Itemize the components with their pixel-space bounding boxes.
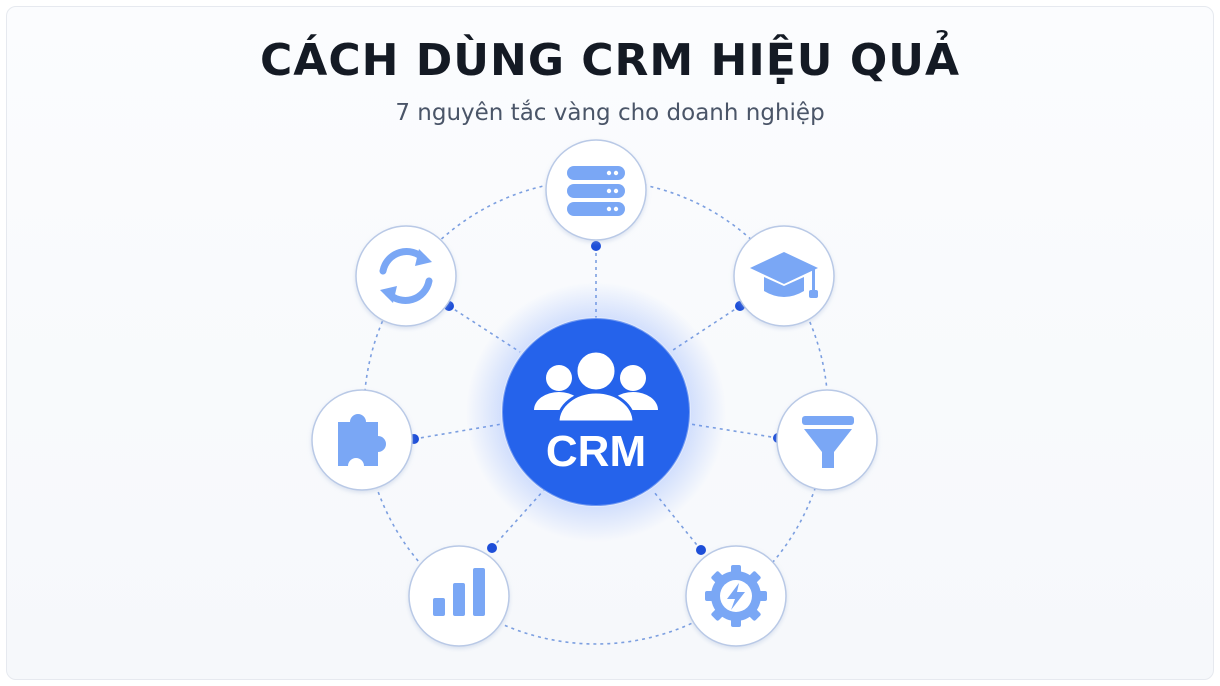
bar-chart-icon [433, 568, 485, 616]
hub-inner-ring [501, 317, 691, 507]
funnel-icon [802, 416, 854, 468]
dot-database [591, 241, 601, 251]
node-graduation-cap [733, 225, 835, 327]
gear-lightning-icon [705, 565, 767, 627]
spoke-gear [653, 491, 702, 551]
node-database [545, 139, 647, 241]
node-puzzle [311, 389, 413, 491]
dot-gear [696, 545, 706, 555]
hub-label: CRM [546, 427, 646, 476]
node-funnel [776, 389, 878, 491]
spoke-funnel [689, 423, 779, 439]
users-group-icon [534, 349, 658, 424]
dot-chart [487, 543, 497, 553]
page-subtitle: 7 nguyên tắc vàng cho doanh nghiệp [395, 100, 825, 126]
node-gear [685, 545, 787, 647]
node-bar-chart [408, 545, 510, 647]
database-icon [567, 166, 625, 216]
node-sync [355, 225, 457, 327]
graduation-cap-icon [750, 252, 818, 298]
puzzle-piece-icon [338, 414, 386, 466]
spoke-puzzle [413, 423, 503, 440]
page-title: CÁCH DÙNG CRM HIỆU QUẢ [259, 35, 961, 86]
